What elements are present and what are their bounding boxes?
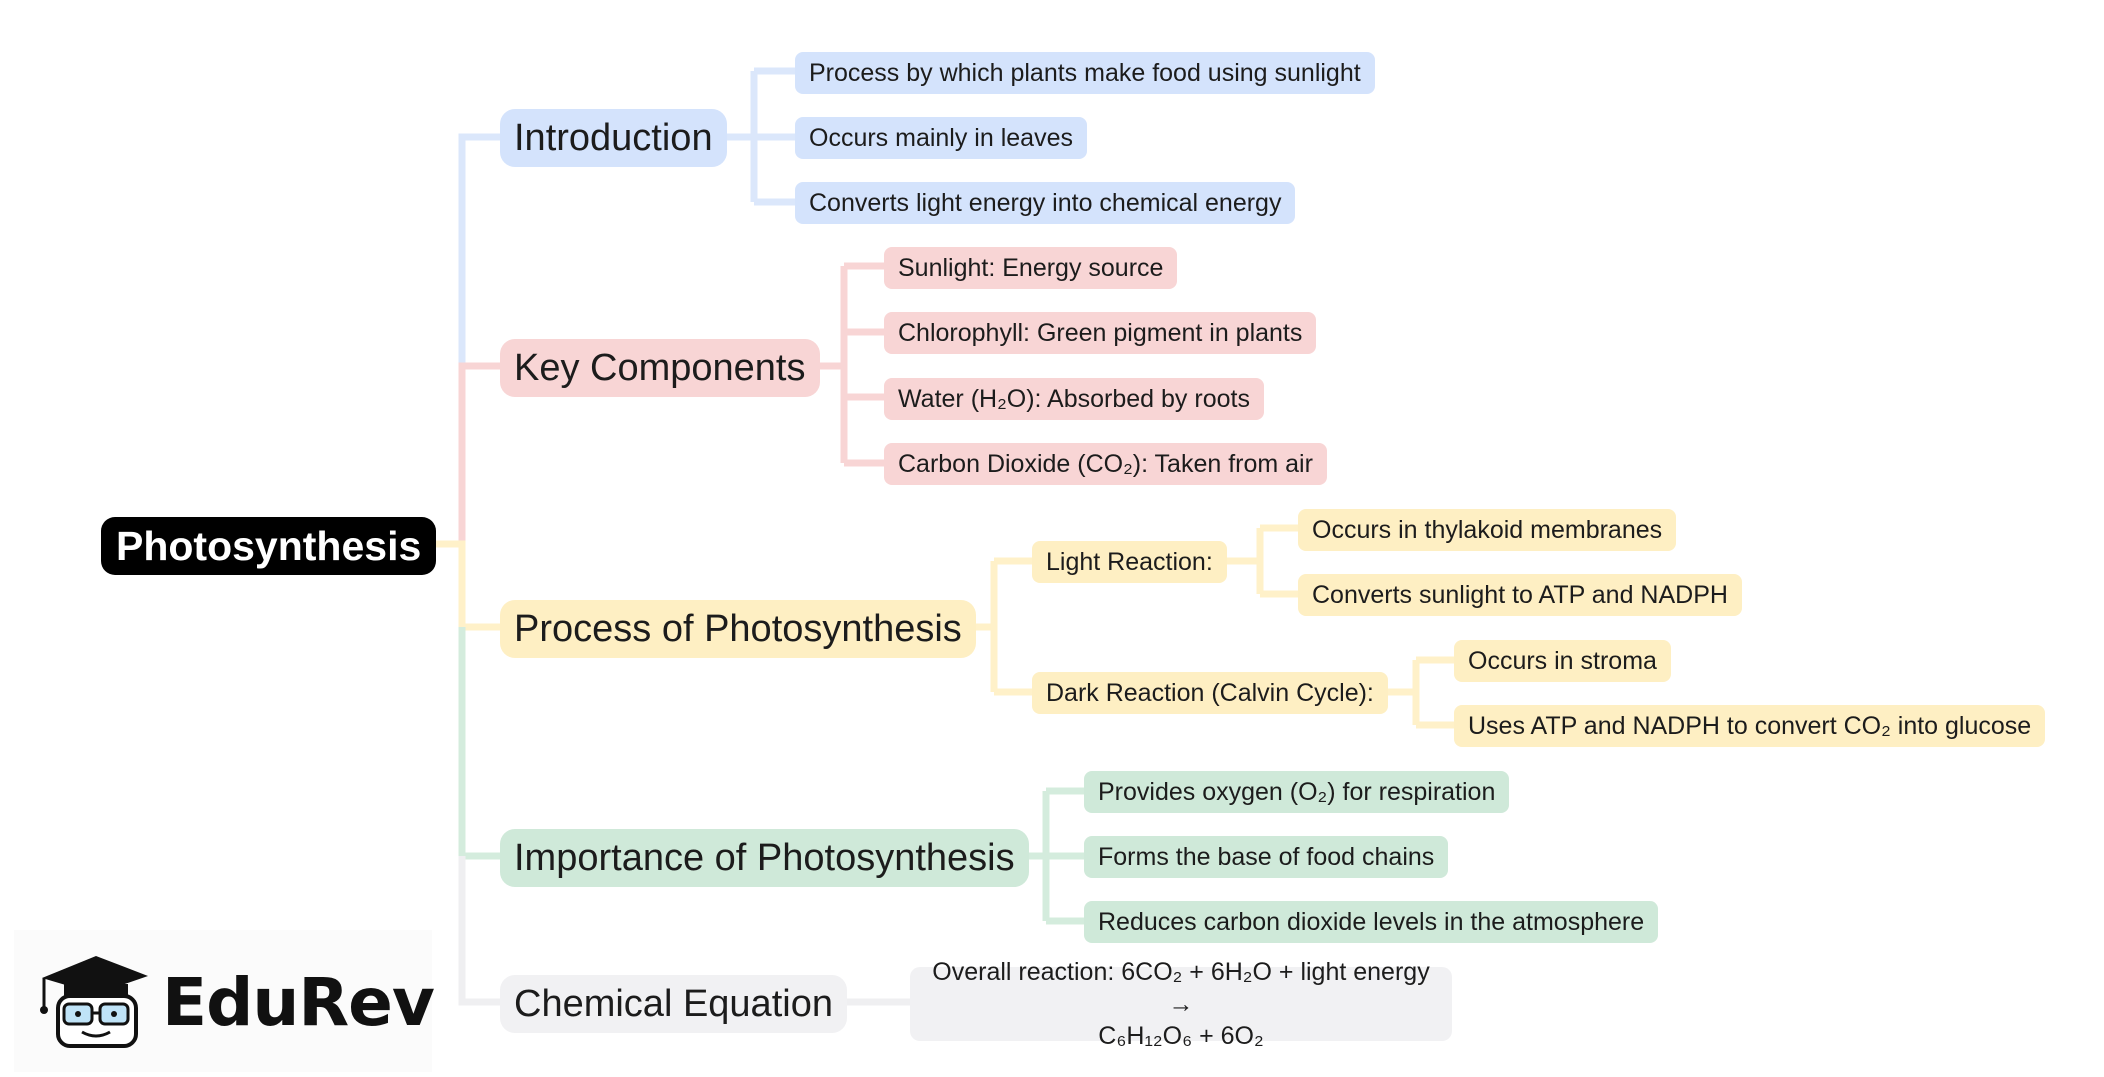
dark-reaction-connector xyxy=(1378,656,1454,729)
introduction-item-3: Converts light energy into chemical ener… xyxy=(795,182,1296,224)
key-components-item-4: Carbon Dioxide (CO₂): Taken from air xyxy=(884,443,1327,485)
branch-key-components: Key Components xyxy=(500,339,820,397)
root-connector-process xyxy=(420,540,500,631)
root-connector-equation xyxy=(458,856,500,1006)
dark-reaction-item-2: Uses ATP and NADPH to convert CO₂ into g… xyxy=(1454,705,2046,747)
dark-reaction-node: Dark Reaction (Calvin Cycle): xyxy=(1032,672,1388,714)
light-reaction-node: Light Reaction: xyxy=(1032,541,1227,583)
graduate-cap-mascot-icon xyxy=(40,956,148,1048)
branch-chemical-equation: Chemical Equation xyxy=(500,975,847,1033)
importance-item-3: Reduces carbon dioxide levels in the atm… xyxy=(1084,901,1659,943)
key-components-item-2: Chlorophyll: Green pigment in plants xyxy=(884,312,1317,354)
introduction-item-2: Occurs mainly in leaves xyxy=(795,117,1087,159)
light-reaction-connector xyxy=(1222,524,1298,598)
equation-line-2: C₆H₁₂O₆ + 6O₂ xyxy=(1098,1022,1264,1050)
key-components-item-3: Water (H₂O): Absorbed by roots xyxy=(884,378,1264,420)
branch-introduction: Introduction xyxy=(500,109,727,167)
dark-reaction-item-1: Occurs in stroma xyxy=(1454,640,1671,682)
introduction-connector xyxy=(716,67,795,206)
edurev-logo: EduRev xyxy=(14,930,435,1072)
key-components-connector xyxy=(806,262,884,467)
importance-item-2: Forms the base of food chains xyxy=(1084,836,1449,878)
key-components-item-1: Sunlight: Energy source xyxy=(884,247,1178,289)
importance-item-1: Provides oxygen (O₂) for respiration xyxy=(1084,771,1510,813)
light-reaction-item-2: Converts sunlight to ATP and NADPH xyxy=(1298,574,1742,616)
branch-importance: Importance of Photosynthesis xyxy=(500,829,1029,887)
root-node: Photosynthesis xyxy=(101,517,437,575)
root-connector-key-components xyxy=(458,362,500,544)
light-reaction-item-1: Occurs in thylakoid membranes xyxy=(1298,509,1677,551)
root-connector-importance xyxy=(458,627,500,860)
introduction-item-1: Process by which plants make food using … xyxy=(795,52,1375,94)
branch-process: Process of Photosynthesis xyxy=(500,600,976,658)
logo-text: EduRev xyxy=(162,964,435,1041)
chemical-equation-box: Overall reaction: 6CO₂ + 6H₂O + light en… xyxy=(910,958,1452,1050)
equation-line-1: Overall reaction: 6CO₂ + 6H₂O + light en… xyxy=(932,958,1430,1018)
